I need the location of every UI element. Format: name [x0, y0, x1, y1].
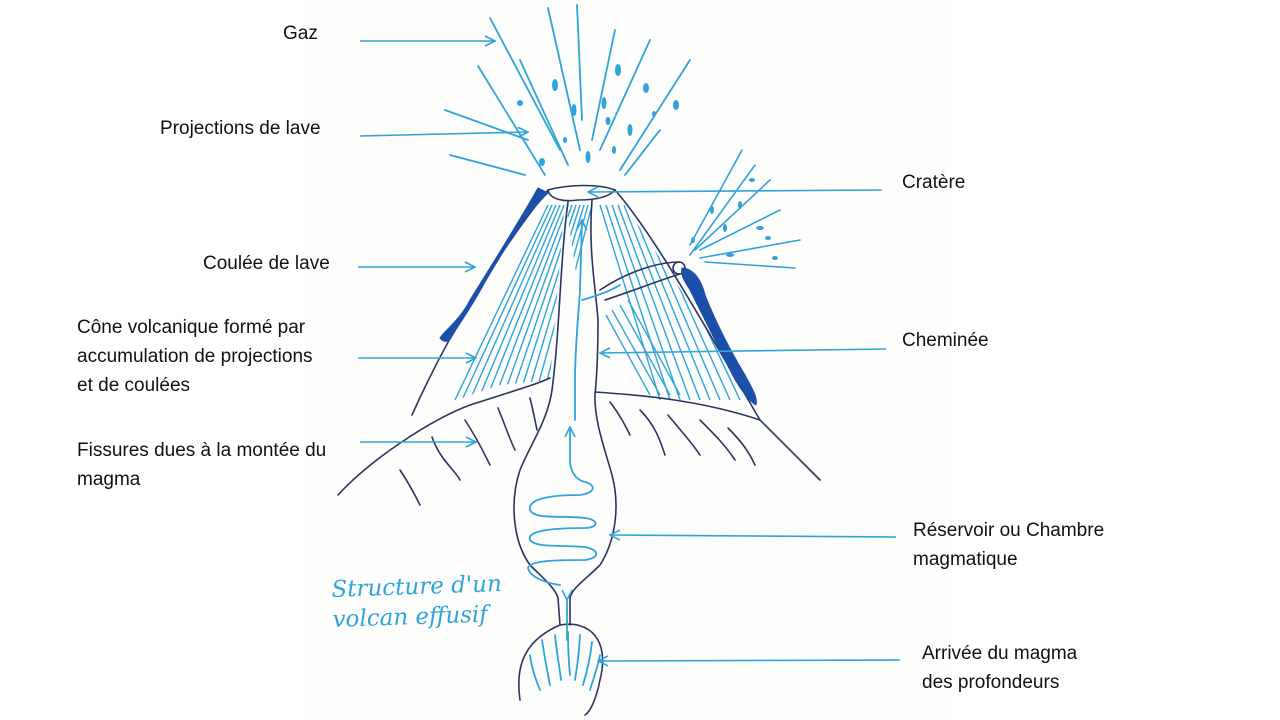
- label-reservoir: Réservoir ou Chambre magmatique: [913, 516, 1104, 574]
- label-cone-line-2: accumulation de projections: [77, 346, 313, 367]
- lava-flows: [439, 187, 757, 406]
- volcano-outline: [337, 184, 821, 506]
- side-projections: [689, 149, 801, 269]
- cone-layers: [454, 204, 751, 401]
- label-cratere: Cratère: [902, 172, 966, 193]
- label-reservoir-line-2: magmatique: [913, 549, 1018, 570]
- arrow-cratere: [588, 190, 883, 192]
- label-cone-line-3: et de coulées: [77, 375, 191, 396]
- gas-streaks: [444, 4, 691, 176]
- handwritten-caption: Structure d'un volcan effusif: [331, 569, 503, 635]
- annotation-arrows: [358, 41, 901, 661]
- side-projection-dots: [691, 178, 778, 260]
- label-fissures-line-2: magma: [77, 469, 141, 490]
- label-fissures: Fissures dues à la montée du magma: [77, 436, 326, 494]
- label-coulee: Coulée de lave: [203, 253, 330, 274]
- arrow-projections: [359, 132, 528, 136]
- label-cone: Cône volcanique formé par accumulation d…: [77, 313, 313, 400]
- label-fissures-line-1: Fissures dues à la montée du: [77, 440, 327, 461]
- label-arrivee-line-2: des profondeurs: [922, 672, 1060, 693]
- label-reservoir-line-1: Réservoir ou Chambre: [913, 520, 1105, 541]
- arrow-reservoir: [610, 535, 897, 537]
- label-cheminee: Cheminée: [902, 330, 989, 351]
- chimney-and-chamber: [513, 189, 686, 716]
- label-arrivee-line-1: Arrivée du magma: [922, 643, 1078, 664]
- label-gaz: Gaz: [283, 23, 318, 44]
- arrow-arrivee: [598, 660, 901, 661]
- label-cone-line-1: Cône volcanique formé par: [77, 317, 306, 338]
- magma-flow: [527, 220, 621, 691]
- drawing-paper: [305, 0, 945, 720]
- label-arrivee: Arrivée du magma des profondeurs: [922, 639, 1077, 697]
- lava-projections: [517, 64, 679, 166]
- label-projections: Projections de lave: [160, 118, 321, 139]
- arrow-cheminee: [600, 349, 887, 353]
- handwritten-line-2: volcan effusif: [332, 601, 489, 633]
